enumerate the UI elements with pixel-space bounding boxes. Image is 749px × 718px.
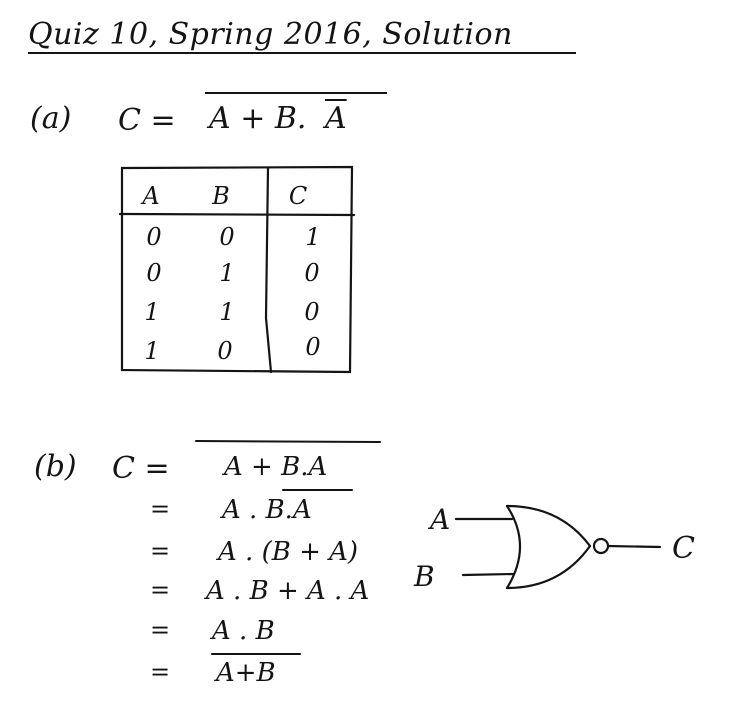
table-cell: 0	[304, 259, 320, 287]
truth-table-frame	[118, 165, 356, 374]
part-a-overbar	[205, 92, 387, 94]
step-2-equals: =	[150, 495, 171, 523]
table-header-a: A	[142, 182, 160, 210]
table-cell: 1	[305, 223, 321, 251]
nor-gate-top-curve	[505, 504, 592, 548]
nor-bubble	[592, 537, 610, 555]
part-a-expression: A + B. A	[205, 92, 390, 137]
page-title: Quiz 10, Spring 2016, Solution	[28, 17, 513, 52]
table-cell: 1	[219, 259, 235, 287]
gate-input-b-label: B	[414, 560, 435, 593]
part-b-lhs: C =	[112, 451, 170, 486]
part-a-label: (a)	[30, 101, 72, 136]
step-3-equals: =	[150, 537, 171, 565]
table-cell: 0	[217, 337, 233, 365]
part-b-overbars	[195, 440, 381, 655]
table-cell: 1	[144, 298, 160, 326]
step-3-expression: A . (B + A)	[218, 537, 359, 567]
table-divider	[264, 166, 273, 374]
table-cell: 0	[146, 259, 162, 287]
step-6-expression: A+B	[216, 658, 276, 688]
step-4-expression: A . B + A . A	[206, 576, 370, 606]
wire-input-b	[461, 572, 515, 577]
step-1-expression: A + B.A	[224, 452, 328, 482]
table-header-rule	[118, 212, 356, 217]
table-cell: 0	[219, 223, 235, 251]
step-5-equals: =	[150, 616, 171, 644]
part-a-expr-main: A + B.	[209, 101, 307, 136]
table-cell: 1	[219, 298, 235, 326]
nor-gate	[454, 504, 662, 590]
step1-overbar	[195, 440, 381, 443]
wire-output-c	[606, 544, 662, 549]
gate-output-c-label: C	[672, 531, 695, 566]
table-cell: 1	[144, 337, 160, 365]
step-4-equals: =	[150, 576, 171, 604]
step-2-expression: A . B.A	[222, 495, 312, 525]
step-5-expression: A . B	[212, 616, 275, 646]
table-cell: 0	[304, 298, 320, 326]
nor-gate-bottom-curve	[505, 544, 592, 590]
table-border	[120, 165, 354, 374]
step-6-equals: =	[150, 658, 171, 686]
part-a-lhs: C =	[118, 103, 176, 138]
part-a-expr-not-a: A	[325, 101, 347, 136]
table-cell: 0	[146, 223, 162, 251]
gate-input-a-label: A	[430, 503, 451, 536]
table-header-c: C	[288, 182, 308, 210]
nor-gate-back-curve	[505, 504, 522, 590]
table-header-b: B	[212, 182, 230, 210]
table-cell: 0	[305, 333, 321, 361]
part-b-label: (b)	[34, 449, 77, 484]
title-underline	[28, 52, 576, 54]
